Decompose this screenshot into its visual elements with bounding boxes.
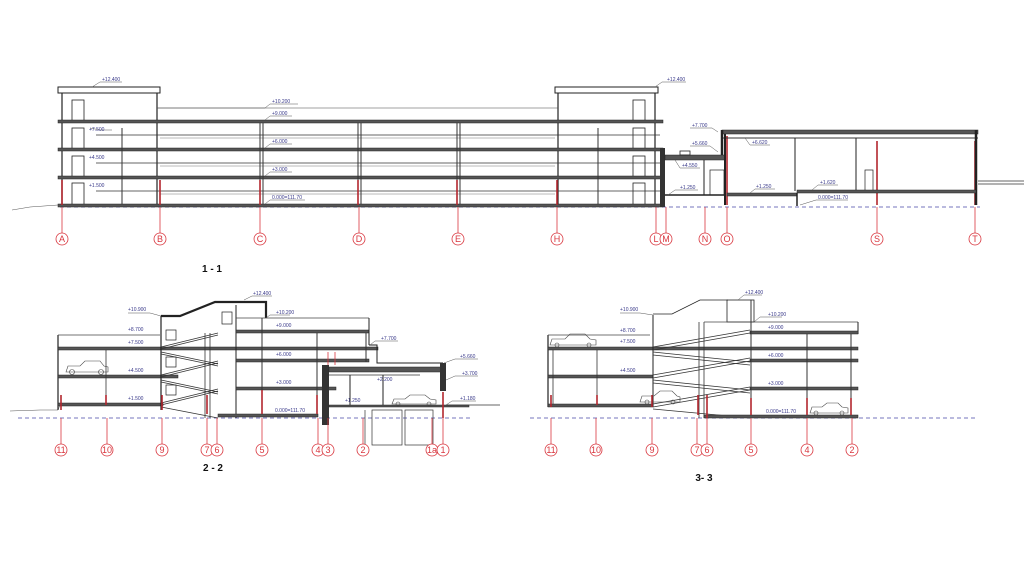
- slab-0000: [57, 203, 664, 208]
- roof-parapet: [57, 86, 161, 94]
- grid-axes-3-3: 11 10 9 7 6 5 4 2: [544, 418, 859, 457]
- axis-marker-11: 11: [56, 445, 65, 455]
- level-label: +6.000: [768, 353, 784, 359]
- section-2-2: +10.900 +12.400 +8.700 +7.500 +10.200 +9…: [9, 291, 500, 474]
- axis-marker-9: 9: [159, 445, 164, 455]
- axis-marker-O: O: [723, 234, 730, 244]
- axis-marker-5: 5: [748, 445, 753, 455]
- axis-marker-11: 11: [546, 445, 555, 455]
- axis-marker-9: 9: [649, 445, 654, 455]
- level-label: +7.500: [89, 127, 105, 133]
- axis-marker-C: C: [257, 234, 264, 244]
- level-label: +3.000: [272, 167, 288, 173]
- level-label: +7.500: [620, 339, 636, 345]
- section-1-1: +12.400 +10.200 +9.000 +7.500 +6.000 +4.…: [11, 77, 1024, 275]
- axis-marker-S: S: [874, 234, 880, 244]
- car-icon: [549, 333, 597, 348]
- level-label: +12.400: [667, 77, 685, 83]
- level-label: +1.500: [128, 396, 144, 402]
- car-icon: [65, 360, 109, 375]
- axis-marker-7: 7: [204, 445, 209, 455]
- level-label: 0.000=111.70: [766, 409, 796, 415]
- slab-9000: [57, 119, 664, 124]
- axis-marker-M: M: [662, 234, 670, 244]
- level-label: 0.000=111.70: [818, 195, 848, 201]
- level-label: +3.000: [276, 380, 292, 386]
- ramps: [160, 332, 219, 419]
- level-label: +6.000: [276, 352, 292, 358]
- level-label: +1.250: [756, 184, 772, 190]
- level-label: +10.200: [272, 99, 290, 105]
- axis-marker-4: 4: [804, 445, 809, 455]
- level-label: +2.200: [377, 377, 393, 383]
- level-label: +8.700: [620, 328, 636, 334]
- level-label: +10.200: [768, 312, 786, 318]
- level-label: 0.000=111.70: [272, 195, 302, 201]
- axis-marker-10: 10: [591, 445, 601, 455]
- axis-marker-B: B: [157, 234, 163, 244]
- axis-marker-D: D: [356, 234, 363, 244]
- level-label: +7.500: [128, 340, 144, 346]
- level-label: +4.500: [620, 368, 636, 374]
- axis-marker-10: 10: [102, 445, 112, 455]
- level-label: +4.500: [128, 368, 144, 374]
- door-icon: [71, 99, 85, 123]
- car-icon: [639, 390, 681, 405]
- axis-marker-E: E: [455, 234, 461, 244]
- axis-marker-N: N: [702, 234, 709, 244]
- axis-marker-7: 7: [694, 445, 699, 455]
- level-label: +9.000: [276, 323, 292, 329]
- axis-marker-H: H: [554, 234, 561, 244]
- level-label: +5.660: [460, 354, 476, 360]
- axis-marker-2: 2: [360, 445, 365, 455]
- level-label: +6.000: [272, 139, 288, 145]
- axis-marker-4: 4: [315, 445, 320, 455]
- level-label: +10.200: [276, 310, 294, 316]
- level-label: +3.700: [462, 371, 478, 377]
- level-label: +1.620: [820, 180, 836, 186]
- axis-marker-6: 6: [214, 445, 219, 455]
- level-label: +1.250: [680, 185, 696, 191]
- level-label: +9.000: [768, 325, 784, 331]
- axis-marker-1: 1: [440, 445, 445, 455]
- axis-marker-T: T: [972, 234, 978, 244]
- axis-marker-1a: 1a: [427, 445, 437, 455]
- level-label: +8.700: [128, 327, 144, 333]
- terrain-line: [11, 204, 59, 211]
- axis-marker-3: 3: [325, 445, 330, 455]
- axis-marker-6: 6: [704, 445, 709, 455]
- section-title-3-3: 3- 3: [695, 473, 713, 484]
- level-label: +4.550: [682, 163, 698, 169]
- section-3-3: +10.900 +12.400 +8.700 +7.500 +10.200 +9…: [530, 290, 975, 484]
- level-label: +5.660: [692, 141, 708, 147]
- level-label: +7.700: [381, 336, 397, 342]
- level-label: 0.000=111.70: [275, 408, 305, 414]
- level-label: +10.900: [620, 307, 638, 313]
- car-icon: [809, 402, 849, 416]
- level-label: +12.400: [253, 291, 271, 297]
- section-title-1-1: 1 - 1: [202, 264, 222, 275]
- level-label: +3.000: [768, 381, 784, 387]
- axis-marker-2: 2: [849, 445, 854, 455]
- level-label: +1.180: [460, 396, 476, 402]
- level-label: +12.400: [102, 77, 120, 83]
- grid-axes-2-2: 11 10 9 7 6 5 4 3 2 1a 1: [54, 418, 450, 457]
- axis-marker-A: A: [59, 234, 65, 244]
- grid-axes-1-1: A B C D E H L M N O S T: [55, 207, 982, 246]
- level-label: +10.900: [128, 307, 146, 313]
- car-icon: [391, 394, 437, 407]
- level-label: +9.000: [272, 111, 288, 117]
- axis-marker-5: 5: [259, 445, 264, 455]
- level-label: +12.400: [745, 290, 763, 296]
- level-label: +4.500: [89, 155, 105, 161]
- level-label: +1.250: [345, 398, 361, 404]
- level-label: +1.500: [89, 183, 105, 189]
- level-label: +7.700: [692, 123, 708, 129]
- level-label: +6.620: [752, 140, 768, 146]
- axis-marker-L: L: [653, 234, 658, 244]
- section-title-2-2: 2 - 2: [203, 463, 223, 474]
